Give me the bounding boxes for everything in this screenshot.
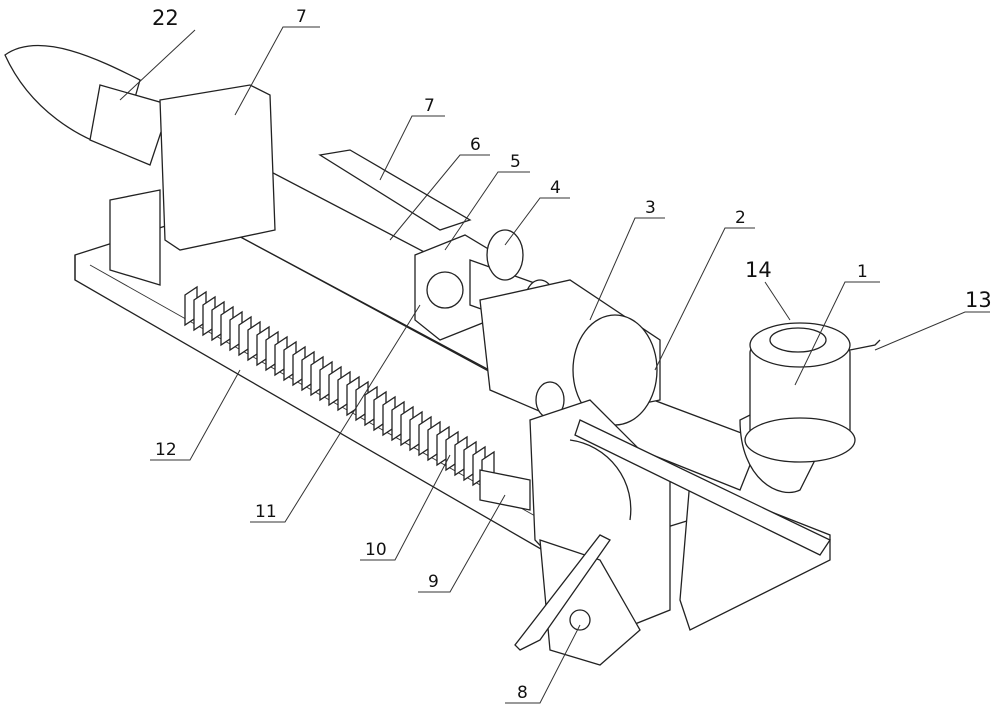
label-6: 6 xyxy=(470,135,481,155)
reference-labels: 22 7 7 6 5 4 3 2 14 1 13 12 11 10 9 8 xyxy=(152,6,992,703)
label-5: 5 xyxy=(510,152,521,172)
label-2: 2 xyxy=(735,208,746,228)
leader-lines xyxy=(119,26,990,704)
label-9: 9 xyxy=(428,572,439,592)
label-1: 1 xyxy=(857,262,868,282)
barrel-supports xyxy=(109,84,472,286)
label-7-frame: 7 xyxy=(296,7,307,27)
label-12: 12 xyxy=(155,440,177,460)
elbow-assembly xyxy=(739,322,881,494)
label-8: 8 xyxy=(517,683,528,703)
label-3: 3 xyxy=(645,198,656,218)
label-11: 11 xyxy=(255,502,277,522)
housing xyxy=(479,279,661,426)
label-13: 13 xyxy=(965,288,992,312)
label-7-rail: 7 xyxy=(424,96,435,116)
rack-gear-plate xyxy=(479,399,831,666)
label-22: 22 xyxy=(152,6,179,30)
label-10: 10 xyxy=(365,540,387,560)
fin-row xyxy=(184,285,495,492)
label-14: 14 xyxy=(745,258,772,282)
label-4: 4 xyxy=(550,178,561,198)
